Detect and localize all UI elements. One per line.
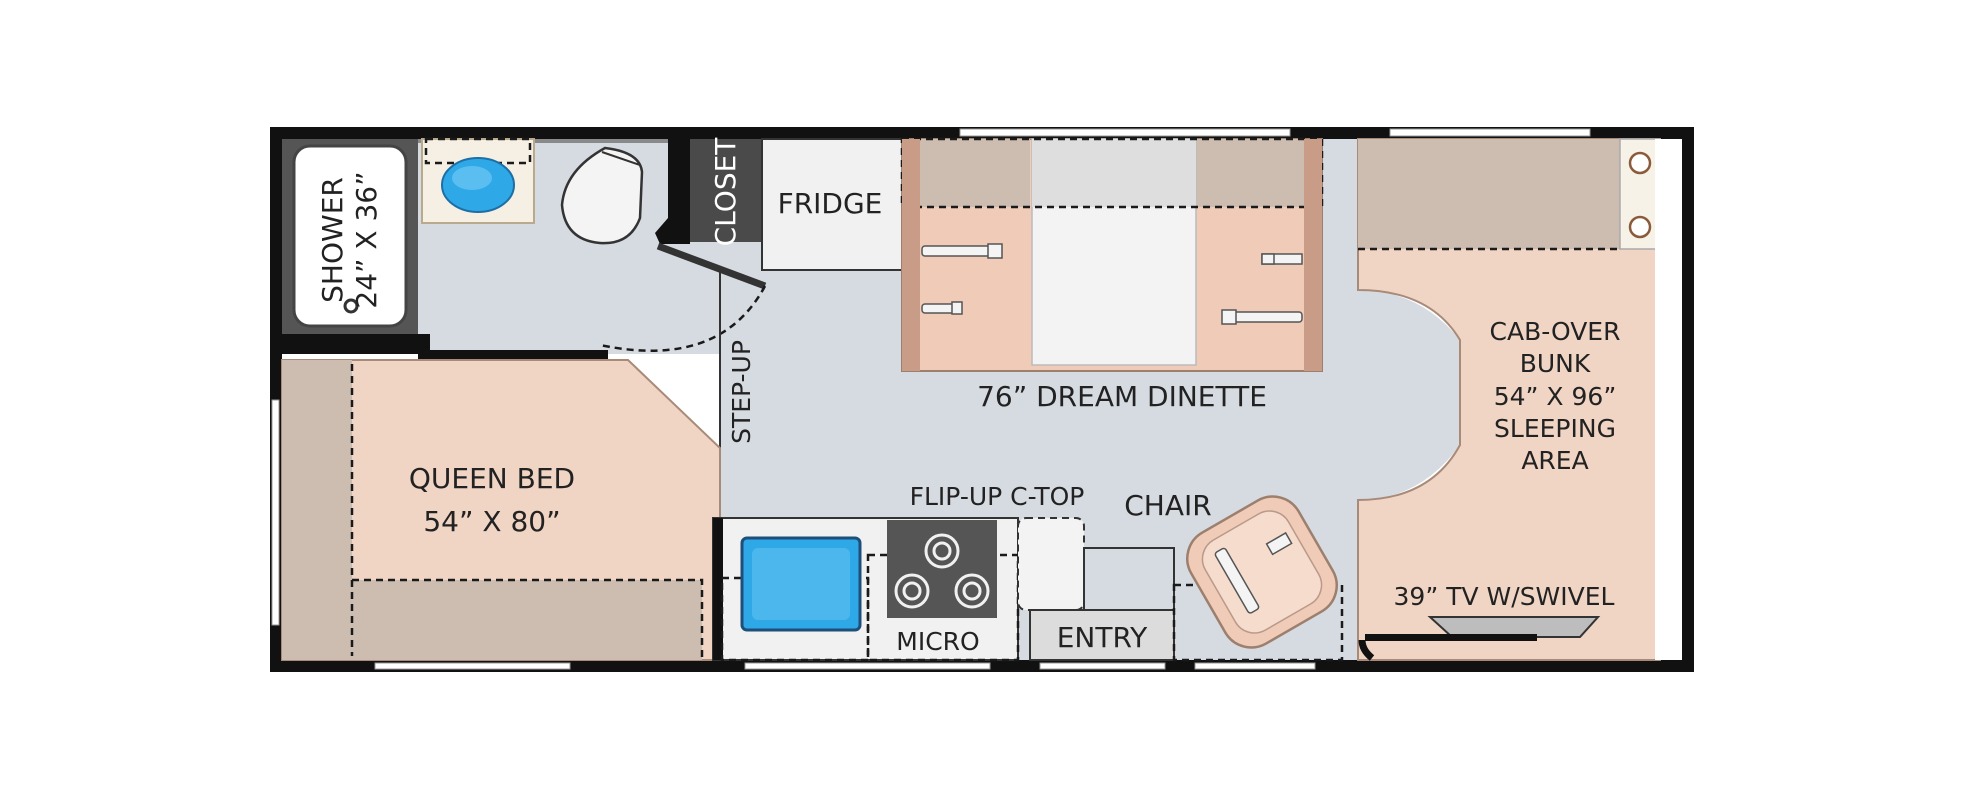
bathroom-vanity <box>421 137 535 224</box>
micro-label: MICRO <box>896 627 979 656</box>
cab-over-label-4: SLEEPING <box>1494 414 1616 443</box>
swivel-chair: CHAIR <box>1124 489 1344 662</box>
shower-drain-icon <box>343 298 359 314</box>
fridge: FRIDGE <box>761 138 903 271</box>
galley: MICRO <box>712 517 1020 662</box>
entry-label: ENTRY <box>1057 621 1148 654</box>
closet-label: CLOSET <box>709 137 742 247</box>
queen-bed-size-label: 54” X 80” <box>423 505 560 538</box>
cab-over-label-1: CAB-OVER <box>1490 317 1621 346</box>
dinette: 76” DREAM DINETTE <box>900 137 1324 413</box>
cab-over-size-label: 54” X 96” <box>1494 382 1617 411</box>
closet: CLOSET <box>690 137 762 247</box>
seat-belt-icon <box>921 243 1303 325</box>
fridge-label: FRIDGE <box>778 187 883 220</box>
dinette-label: 76” DREAM DINETTE <box>977 380 1267 413</box>
tv: 39” TV W/SWIVEL <box>1358 582 1615 661</box>
light-icon <box>1628 215 1652 239</box>
flip-up-countertop: FLIP-UP C-TOP <box>910 482 1085 611</box>
step-up-label: STEP-UP <box>727 340 756 444</box>
shower: SHOWER 24” X 36” <box>282 139 418 334</box>
queen-bed-label: QUEEN BED <box>409 462 575 495</box>
shower-label: SHOWER <box>316 177 349 303</box>
tv-icon <box>1427 616 1601 638</box>
chair-label: CHAIR <box>1124 489 1211 522</box>
cab-over-label-2: BUNK <box>1520 349 1591 378</box>
windows <box>271 128 1591 670</box>
toilet-icon <box>560 146 644 245</box>
light-icon <box>1628 151 1652 175</box>
shower-size-label: 24” X 36” <box>350 171 383 308</box>
queen-bed: QUEEN BED 54” X 80” <box>281 359 721 661</box>
flip-up-label: FLIP-UP C-TOP <box>910 482 1085 511</box>
cab-over-label-5: AREA <box>1521 446 1588 475</box>
cab-over-bunk: CAB-OVER BUNK 54” X 96” SLEEPING AREA <box>1357 138 1682 661</box>
bathroom-walls <box>282 139 767 518</box>
tv-label: 39” TV W/SWIVEL <box>1394 582 1615 611</box>
entry: ENTRY <box>1029 547 1175 661</box>
